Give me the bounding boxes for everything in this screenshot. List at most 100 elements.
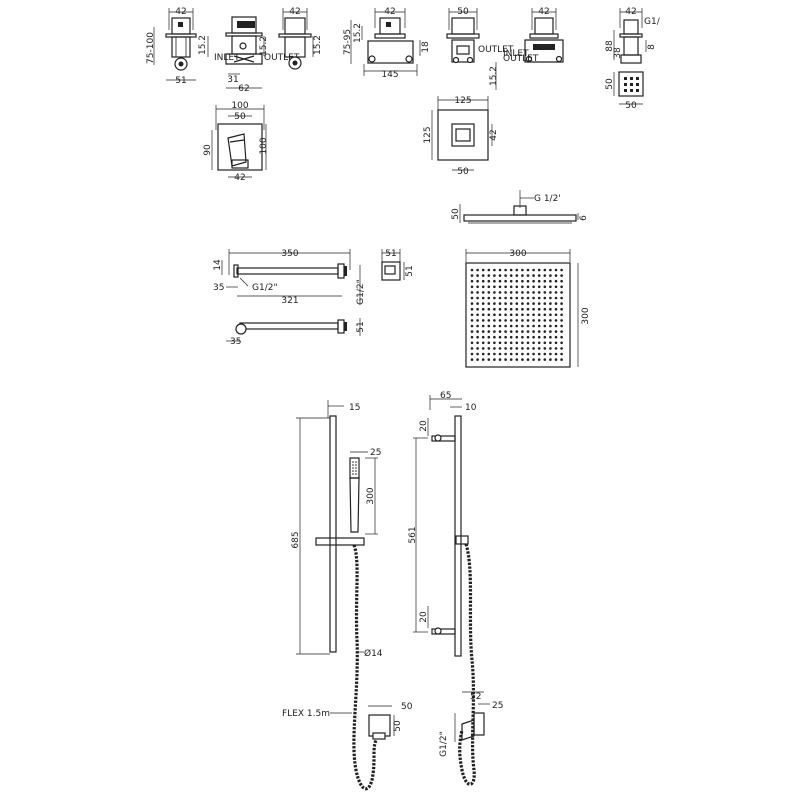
tag-inlet: INLET [503, 49, 529, 59]
dim-h-small: 8 [647, 44, 657, 50]
nozzle-dot [549, 341, 552, 345]
nozzle-dot [537, 330, 541, 333]
nozzle-dot [509, 268, 513, 272]
nozzle-dot [498, 296, 502, 300]
nozzle-dot [554, 296, 558, 300]
nozzle-dot [532, 291, 535, 294]
nozzle-dot [560, 296, 563, 300]
nozzle-dot [526, 319, 530, 322]
valve-view-2: INLET OUTLET 15.2 31 62 [214, 16, 300, 94]
dim-height-right: 100 [259, 137, 269, 154]
nozzle-dot [532, 274, 535, 277]
nozzle-dot [521, 279, 524, 283]
dim-right: 15.2 [313, 35, 323, 55]
nozzle-dot [554, 291, 558, 294]
nozzle-dot [509, 302, 513, 305]
dim-plate-h: 50 [605, 78, 615, 90]
nozzle-dot [509, 324, 513, 328]
nozzle-dot [476, 279, 479, 283]
dim-right: 15.2 [198, 35, 208, 55]
valve-view-5: 50 OUTLET 15.2 [446, 7, 514, 90]
nozzle-dot [470, 296, 474, 300]
nozzle-dot [532, 285, 535, 289]
nozzle-dot [549, 313, 552, 317]
nozzle-dot [487, 319, 491, 322]
dim-width: 51 [385, 249, 396, 259]
nozzle-dot [509, 352, 513, 356]
dim-centres: 561 [408, 526, 418, 543]
dim-offset: 35 [230, 337, 241, 347]
nozzle-dot [526, 324, 530, 328]
nozzle-dot [493, 358, 496, 361]
nozzle-dot [493, 313, 496, 317]
nozzle-dot [532, 268, 535, 272]
nozzle-dot [521, 352, 524, 356]
nozzle-dot [487, 330, 491, 333]
nozzle-dot [543, 330, 547, 333]
nozzle-dot [498, 274, 502, 277]
nozzle-dot [532, 319, 535, 322]
nozzle-dot [515, 335, 519, 339]
nozzle-dot [526, 335, 530, 339]
nozzle-dot [543, 291, 547, 294]
nozzle-dot [481, 268, 485, 272]
nozzle-dot [504, 279, 507, 283]
dim-height-range: 75-100 [146, 32, 156, 64]
handset-nozzles [352, 461, 357, 475]
nozzle-dot [521, 319, 524, 322]
dim-width-bottom: 42 [234, 173, 245, 183]
nozzle-dot [521, 358, 524, 361]
nozzle-dot [521, 268, 524, 272]
dim-total-length: 685 [291, 531, 301, 548]
nozzle-dot [549, 324, 552, 328]
nozzle-dot [521, 330, 524, 333]
nozzle-dot [526, 279, 530, 283]
nozzle-dot [543, 296, 547, 300]
nozzle-dot [515, 358, 519, 361]
nozzle-dot [470, 352, 474, 356]
nozzle-dot [476, 347, 479, 350]
nozzle-dot [498, 352, 502, 356]
nozzle-dot [493, 307, 496, 311]
nozzle-dot [537, 274, 541, 277]
nozzle-dot [521, 347, 524, 350]
dim-right-small: 18 [421, 41, 431, 53]
nozzle-dot [493, 330, 496, 333]
dim-top-width: 15 [349, 403, 360, 413]
nozzle-dot [537, 296, 541, 300]
nozzle-dot [470, 330, 474, 333]
nozzle-dot [521, 335, 524, 339]
nozzle-dot [487, 347, 491, 350]
nozzle-dot [549, 285, 552, 289]
nozzle-dot [515, 341, 519, 345]
nozzle-dot [549, 302, 552, 305]
nozzle-dot [554, 330, 558, 333]
nozzle-dot [498, 268, 502, 272]
dim-inner: 50 [234, 112, 246, 122]
plate-view: 125 125 42 50 [423, 96, 499, 177]
nozzle-dot [487, 274, 491, 277]
tag-outlet: OUTLET [503, 54, 539, 64]
valve-view-7: 42 G1/ 88 38 8 50 50 [605, 7, 661, 111]
nozzle-dot [537, 319, 541, 322]
nozzle-dot [526, 352, 530, 356]
nozzle-dot [526, 341, 530, 345]
nozzle-dot [487, 358, 491, 361]
nozzle-dot [493, 352, 496, 356]
nozzle-dot [476, 307, 479, 311]
nozzle-dot [554, 307, 558, 311]
nozzle-dot [498, 358, 502, 361]
nozzle-dot [526, 268, 530, 272]
nozzle-dot [543, 307, 547, 311]
nozzle-dot [554, 358, 558, 361]
thread-label: G1/2" [439, 731, 449, 757]
nozzle-dot [470, 274, 474, 277]
nozzle-dot [526, 296, 530, 300]
nozzle-dot [481, 274, 485, 277]
nozzle-dot [554, 352, 558, 356]
dim-width-bottom: 145 [381, 70, 398, 80]
nozzle-dot [537, 307, 541, 311]
nozzle-dot [498, 285, 502, 289]
dim-right: 15.2 [259, 36, 269, 56]
nozzle-dot [493, 302, 496, 305]
